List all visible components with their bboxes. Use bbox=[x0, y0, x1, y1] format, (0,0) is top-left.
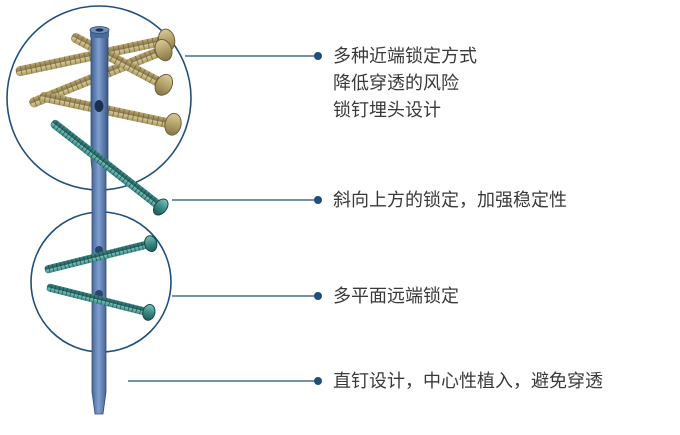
callout-oblique-locking: 斜向上方的锁定，加强稳定性 bbox=[333, 187, 567, 214]
callout-line: 多平面远端锁定 bbox=[333, 286, 459, 307]
callout-line: 斜向上方的锁定，加强稳定性 bbox=[333, 190, 567, 211]
oblique-locking-screw bbox=[50, 119, 169, 216]
distal-locking-screws bbox=[44, 235, 158, 321]
callout-straight-nail: 直钉设计，中心性植入，避免穿透 bbox=[333, 368, 603, 395]
callout-line: 多种近端锁定方式 bbox=[333, 46, 477, 67]
callout-line: 锁钉埋头设计 bbox=[333, 100, 441, 121]
callout-distal-locking: 多平面远端锁定 bbox=[333, 283, 459, 310]
leader-line-3 bbox=[172, 292, 322, 300]
intramedullary-nail bbox=[89, 26, 110, 415]
leader-line-2 bbox=[172, 196, 322, 204]
leader-line-4 bbox=[128, 377, 322, 385]
callout-proximal-locking: 多种近端锁定方式 降低穿透的风险 锁钉埋头设计 bbox=[333, 43, 477, 124]
leader-line-1 bbox=[185, 52, 322, 60]
callout-line: 降低穿透的风险 bbox=[333, 73, 459, 94]
callout-line: 直钉设计，中心性植入，避免穿透 bbox=[333, 371, 603, 392]
